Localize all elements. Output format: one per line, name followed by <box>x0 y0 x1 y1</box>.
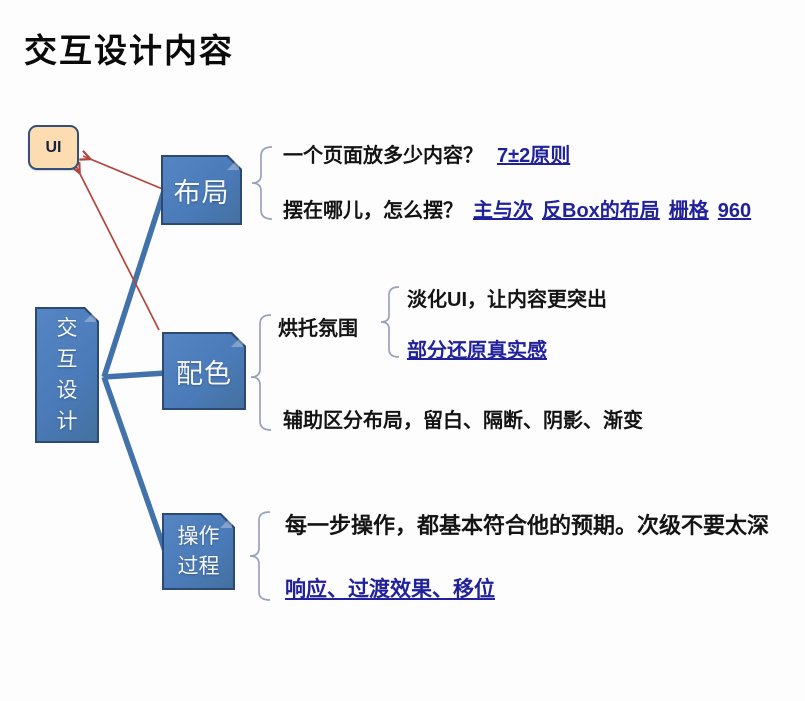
ui-node: UI <box>28 125 79 170</box>
arrow-color-to-ui <box>76 166 160 331</box>
color-item-auxiliary-separation: 辅助区分布局，留白、隔断、阴影、渐变 <box>283 410 643 432</box>
layout-node-corner-fold <box>227 158 239 170</box>
layout-question-2: 摆在哪儿，怎么摆？ <box>283 200 463 222</box>
process-node-corner-fold <box>220 516 232 528</box>
layout-node-label: 布局 <box>173 177 230 208</box>
link-response-transition-shift[interactable]: 响应、过渡效果、移位 <box>285 578 495 601</box>
branch-node-color: 配色 <box>162 332 246 410</box>
brace-atmosphere-group <box>380 286 400 358</box>
link-grid[interactable]: 栅格 <box>668 200 709 222</box>
page-title: 交互设计内容 <box>24 32 234 69</box>
root-node-corner-fold <box>84 310 96 322</box>
color-node-corner-fold <box>231 335 243 347</box>
color-item-fade-ui: 淡化UI，让内容更突出 <box>407 289 607 311</box>
color-node-fill <box>164 334 244 408</box>
arrow-layout-to-ui <box>83 156 166 191</box>
process-item-expectation: 每一步操作，都基本符合他的预期。次级不要太深 <box>285 513 770 538</box>
layout-question-1: 一个页面放多少内容？ <box>283 145 483 167</box>
layout-row-placement: 摆在哪儿，怎么摆？ 主与次反Box的布局栅格 960 <box>283 194 751 223</box>
connector-root-to-layout <box>101 190 167 378</box>
color-node-label: 配色 <box>176 358 232 389</box>
brace-layout-group <box>251 146 273 220</box>
brace-color-group <box>250 314 272 431</box>
root-node-label: 交互设计 <box>56 317 78 433</box>
link-partial-realism[interactable]: 部分还原真实感 <box>407 340 547 362</box>
branch-node-process: 操作过程 <box>162 513 235 590</box>
link-primary-secondary[interactable]: 主与次 <box>473 200 533 222</box>
process-node-label: 操作过程 <box>177 524 220 578</box>
connector-root-to-process <box>101 376 168 552</box>
link-anti-box-layout[interactable]: 反Box的布局 <box>542 200 660 222</box>
brace-process-group <box>249 511 271 601</box>
process-node-fill <box>164 515 233 588</box>
branch-node-layout: 布局 <box>161 155 242 225</box>
color-group-atmosphere-label: 烘托氛围 <box>278 318 358 340</box>
layout-row-content-amount: 一个页面放多少内容？ 7±2原则 <box>283 139 570 168</box>
root-node-fill <box>37 309 97 441</box>
connector-root-to-color <box>103 370 167 380</box>
root-node-interaction-design: 交互设计 <box>35 307 99 443</box>
layout-node-fill <box>163 157 240 223</box>
link-7plusminus2-principle[interactable]: 7±2原则 <box>497 145 571 167</box>
ui-node-label: UI <box>45 138 62 156</box>
link-960[interactable]: 960 <box>717 200 752 222</box>
